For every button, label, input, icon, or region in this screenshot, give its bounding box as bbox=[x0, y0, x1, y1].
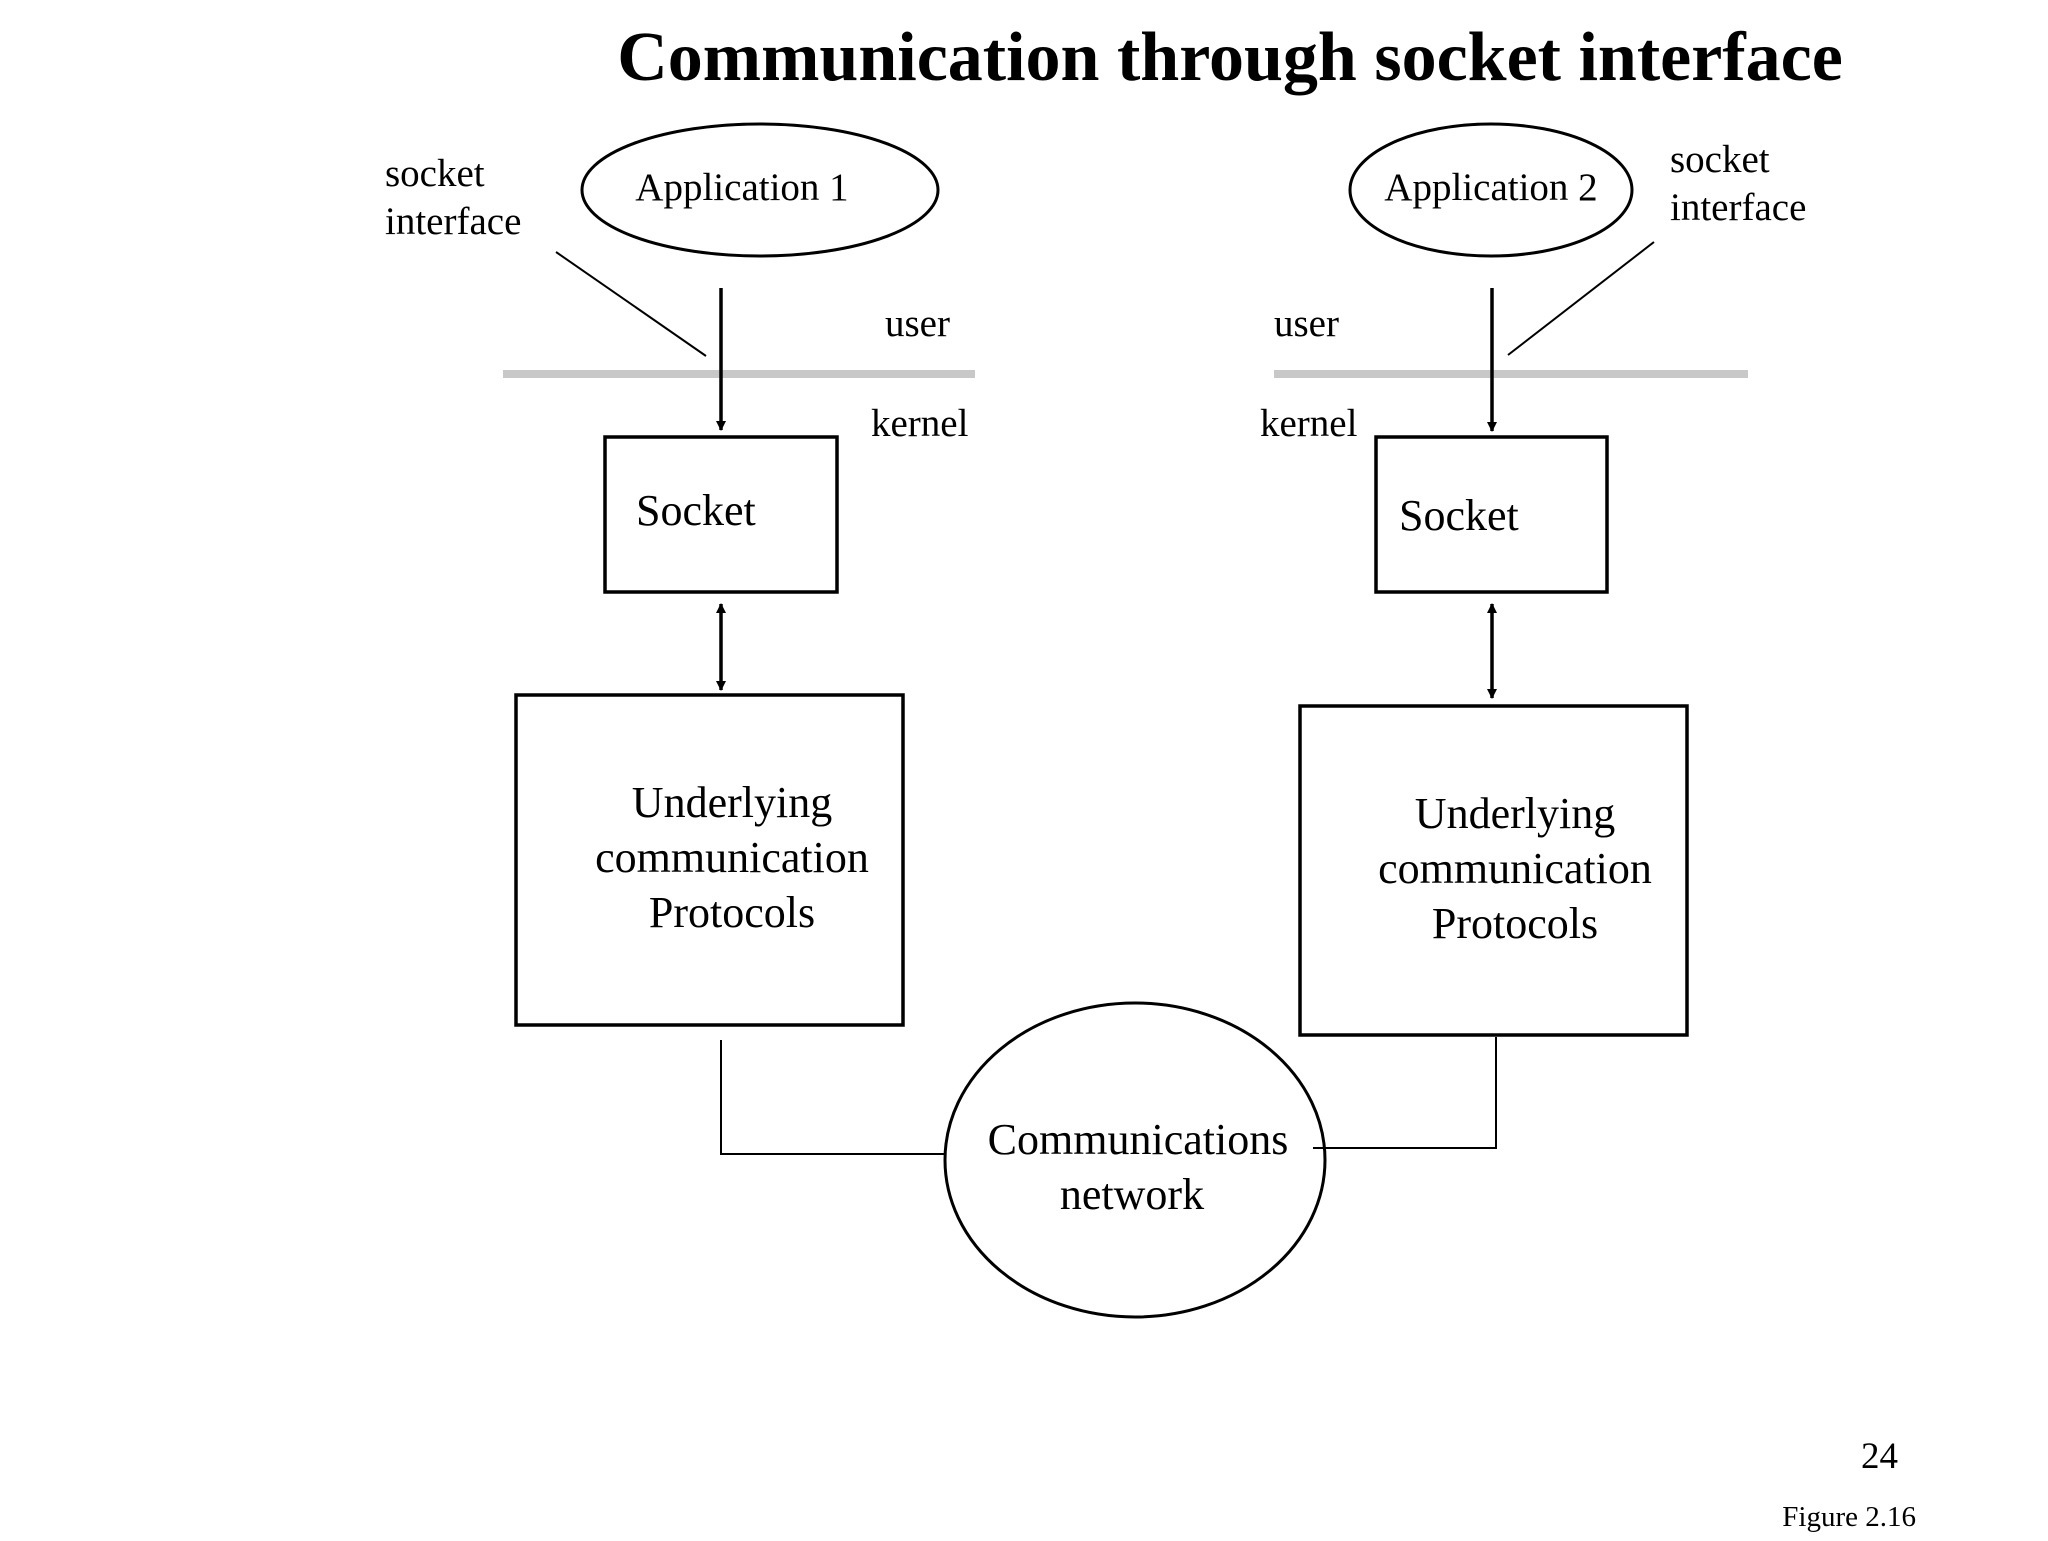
left-protocols-label-line2: communication bbox=[595, 833, 869, 882]
right-socket-interface-label-line1: socket bbox=[1670, 138, 1770, 181]
network-ellipse bbox=[943, 1001, 1327, 1319]
right-protocols-label-line3: Protocols bbox=[1432, 899, 1598, 948]
network: Communications network bbox=[943, 1001, 1327, 1319]
page-number: 24 bbox=[1861, 1436, 1898, 1477]
right-socket-box bbox=[1374, 435, 1609, 594]
network-label-line2: network bbox=[1060, 1170, 1204, 1219]
left-stack: socket interface Application 1 user kern… bbox=[385, 122, 975, 1155]
right-socket-interface-pointer bbox=[1507, 241, 1655, 356]
left-user-label: user bbox=[885, 302, 950, 345]
left-socket-box bbox=[603, 435, 839, 594]
left-protocols-label-line1: Underlying bbox=[632, 778, 832, 827]
left-socket-interface-label-line2: interface bbox=[385, 200, 521, 243]
left-application-ellipse bbox=[580, 122, 940, 258]
network-label-line1: Communications bbox=[988, 1115, 1289, 1164]
right-protocols-label-line2: communication bbox=[1378, 844, 1652, 893]
left-socket-label: Socket bbox=[636, 486, 756, 535]
page-title: Communication through socket interface bbox=[617, 19, 1843, 96]
right-user-label: user bbox=[1274, 302, 1339, 345]
left-kernel-label: kernel bbox=[871, 402, 969, 445]
left-protocols-label-line3: Protocols bbox=[649, 888, 815, 937]
right-socket-label: Socket bbox=[1399, 491, 1519, 540]
right-protocols-label-line1: Underlying bbox=[1415, 789, 1615, 838]
left-network-connector bbox=[720, 1040, 946, 1155]
left-protocols-box bbox=[514, 693, 905, 1027]
right-socket-interface-label-line2: interface bbox=[1670, 186, 1806, 229]
left-socket-interface-pointer bbox=[555, 251, 707, 357]
left-application-label: Application 1 bbox=[635, 166, 848, 209]
right-application-ellipse bbox=[1348, 122, 1634, 258]
right-stack: Application 2 socket interface user kern… bbox=[1260, 122, 1806, 1149]
right-kernel-label: kernel bbox=[1260, 402, 1358, 445]
left-socket-interface-label-line1: socket bbox=[385, 152, 485, 195]
right-network-connector bbox=[1313, 1037, 1497, 1149]
figure-label: Figure 2.16 bbox=[1782, 1501, 1916, 1533]
right-protocols-box bbox=[1298, 704, 1689, 1037]
right-application-label: Application 2 bbox=[1384, 166, 1597, 209]
